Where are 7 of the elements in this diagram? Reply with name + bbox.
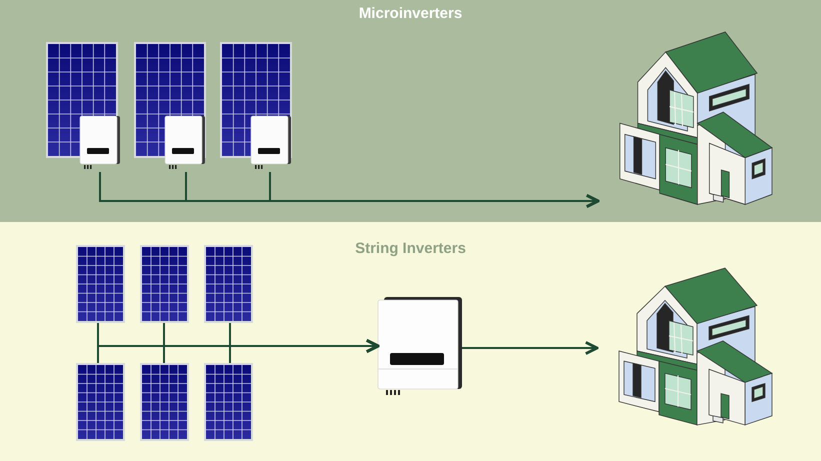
connector-arrow: [462, 341, 598, 355]
connector-arrow: [269, 172, 600, 208]
section-band: [0, 0, 821, 222]
section-title: Microinverters: [358, 5, 462, 22]
section-title: String Inverters: [355, 240, 466, 257]
section-band: [0, 222, 821, 461]
connector-arrow: [229, 339, 380, 363]
